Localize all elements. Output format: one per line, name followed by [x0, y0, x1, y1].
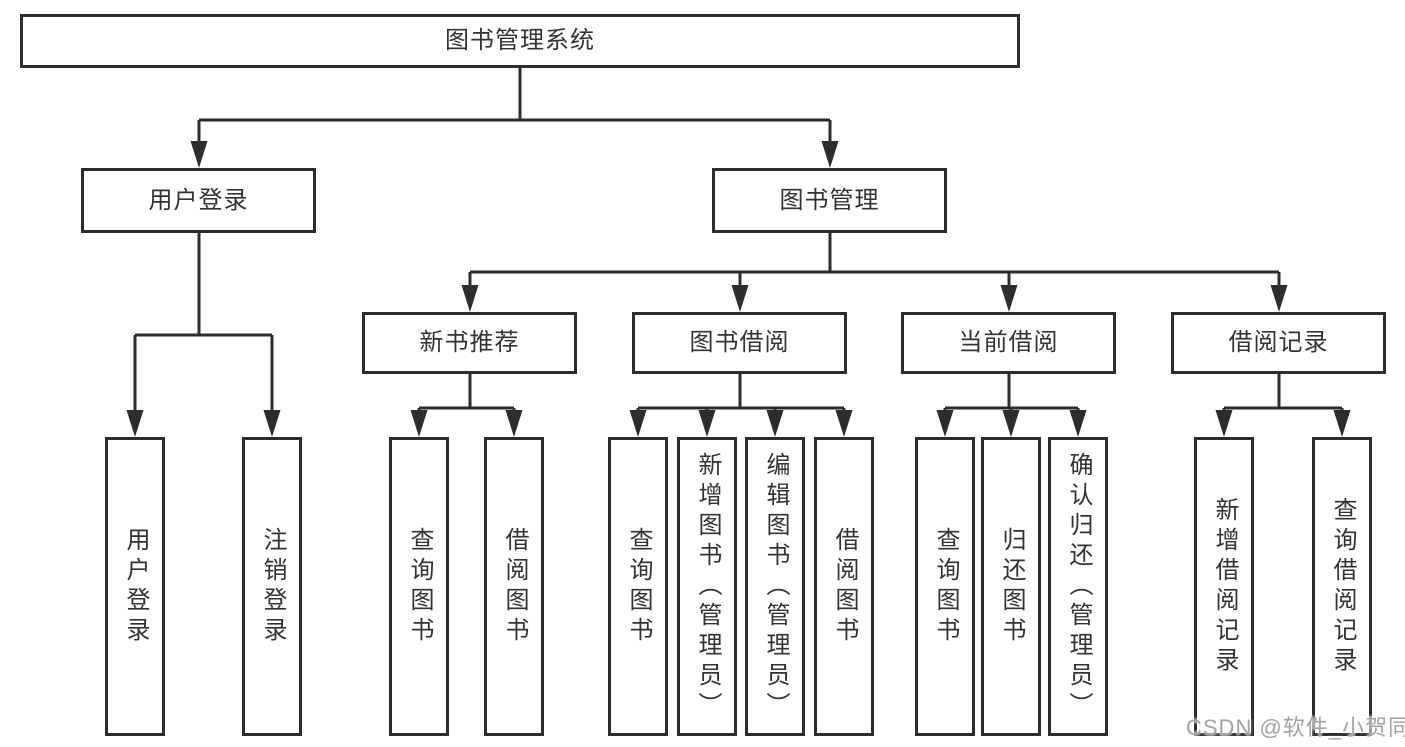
node-book-management: 图书管理: [712, 168, 947, 233]
node-leaf-edit-books-admin: 编辑图书（管理员）: [745, 437, 805, 736]
node-leaf-query-borrow-record: 查询借阅记录: [1312, 437, 1372, 736]
node-label: 借阅图书: [831, 526, 858, 647]
node-user-login-branch: 用户登录: [81, 168, 316, 233]
node-leaf-return-books: 归还图书: [981, 437, 1041, 736]
node-label: 用户登录: [148, 186, 249, 214]
edge-borrow-to-leaves: [636, 374, 846, 416]
node-label: 图书管理系统: [445, 27, 595, 54]
node-label: 图书管理: [779, 186, 880, 214]
arrow-down-icon: [263, 410, 281, 437]
csdn-watermark: CSDN @软件_小贺同学: [1186, 715, 1405, 740]
arrow-down-icon: [1270, 285, 1288, 312]
arrow-down-icon: [1215, 410, 1233, 437]
node-label: 注销登录: [259, 526, 286, 647]
node-label: 编辑图书（管理员）: [762, 451, 789, 722]
node-library-management-system: 图书管理系统: [20, 14, 1020, 68]
arrow-down-icon: [1069, 410, 1087, 437]
node-leaf-user-login: 用户登录: [105, 437, 165, 736]
node-label: 图书借阅: [689, 329, 790, 356]
node-leaf-borrow-books: 借阅图书: [814, 437, 874, 736]
arrow-down-icon: [821, 141, 839, 168]
arrow-down-icon: [936, 410, 954, 437]
node-label: 查询图书: [932, 526, 959, 647]
node-leaf-add-borrow-record: 新增借阅记录: [1194, 437, 1254, 736]
node-label: 归还图书: [998, 526, 1025, 647]
node-label: 确认归还（管理员）: [1065, 451, 1092, 722]
node-leaf-borrow-books-recommend: 借阅图书: [484, 437, 544, 736]
arrowhead-icons: [126, 141, 1351, 437]
arrow-down-icon: [835, 410, 853, 437]
edge-bookmgmt-to-level2: [468, 233, 1281, 288]
node-book-borrowing: 图书借阅: [632, 312, 847, 374]
node-label: 借阅图书: [501, 526, 528, 647]
arrow-down-icon: [629, 410, 647, 437]
node-label: 当前借阅: [958, 329, 1059, 356]
node-leaf-query-books-borrow: 查询图书: [608, 437, 668, 736]
node-label: 新增图书（管理员）: [694, 451, 721, 722]
node-label: 借阅记录: [1228, 329, 1329, 356]
arrow-down-icon: [766, 410, 784, 437]
node-borrowing-records: 借阅记录: [1171, 312, 1386, 374]
arrow-down-icon: [410, 410, 428, 437]
node-label: 查询借阅记录: [1329, 496, 1356, 677]
arrow-down-icon: [126, 410, 144, 437]
arrow-down-icon: [505, 410, 523, 437]
node-new-book-recommend: 新书推荐: [362, 312, 577, 374]
arrow-down-icon: [1002, 410, 1020, 437]
arrow-down-icon: [461, 285, 479, 312]
node-current-borrowing: 当前借阅: [901, 312, 1116, 374]
node-leaf-logout: 注销登录: [242, 437, 302, 736]
node-leaf-query-books-current: 查询图书: [915, 437, 975, 736]
edge-newbook-to-leaves: [417, 374, 516, 416]
tree-edges: [133, 68, 1344, 416]
node-label: 查询图书: [625, 526, 652, 647]
arrow-down-icon: [1333, 410, 1351, 437]
arrow-down-icon: [698, 410, 716, 437]
edge-current-to-leaves: [943, 374, 1080, 416]
edge-userlogin-to-leaves: [133, 233, 274, 415]
edge-records-to-leaves: [1222, 374, 1344, 416]
arrow-down-icon: [1000, 285, 1018, 312]
arrow-down-icon: [731, 285, 749, 312]
node-leaf-add-books-admin: 新增图书（管理员）: [677, 437, 737, 736]
node-label: 新增借阅记录: [1211, 496, 1238, 677]
node-label: 用户登录: [122, 526, 149, 647]
node-label: 新书推荐: [419, 329, 520, 356]
node-label: 查询图书: [406, 526, 433, 647]
node-leaf-query-books-recommend: 查询图书: [389, 437, 449, 736]
edge-root-to-level1: [197, 68, 832, 146]
arrow-down-icon: [190, 141, 208, 168]
node-leaf-confirm-return-admin: 确认归还（管理员）: [1048, 437, 1108, 736]
